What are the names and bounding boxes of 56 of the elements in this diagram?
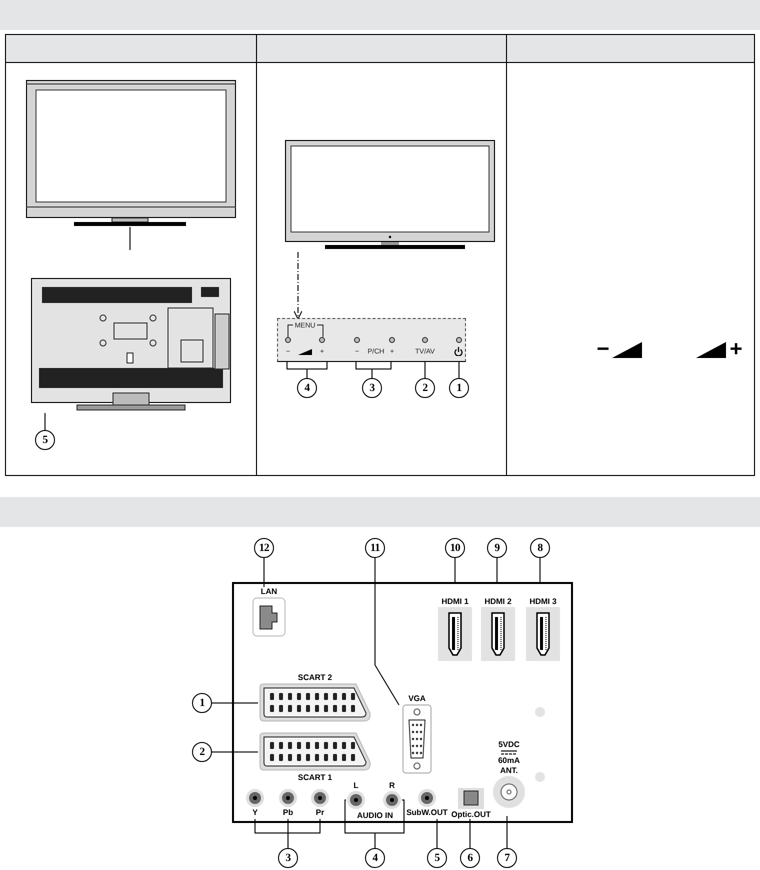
port-label: ANT.	[500, 766, 518, 775]
callout-number: 3	[278, 848, 298, 868]
callout-number: 5	[427, 848, 447, 868]
callout-number: 2	[415, 378, 435, 398]
leader-line	[288, 818, 320, 848]
callout-number: 1	[192, 693, 212, 713]
callout-number: 10	[445, 538, 465, 558]
dashed-arrow	[294, 252, 302, 320]
tv-front-drawing	[285, 140, 495, 252]
callout-number: 7	[497, 848, 517, 868]
callout-number: 1	[449, 378, 469, 398]
tv-back-drawing	[31, 278, 231, 413]
port-label: HDMI 3	[529, 597, 557, 606]
port-label: SCART 1	[298, 773, 332, 782]
leader-line	[356, 362, 392, 378]
port-label: L	[354, 781, 358, 790]
port-label: Y	[252, 808, 258, 817]
port-label: LAN	[260, 587, 278, 596]
text-label: +	[728, 337, 744, 361]
port-label: Optic.OUT	[451, 810, 491, 819]
callout-number: 5	[35, 430, 55, 450]
callout-number: 11	[365, 538, 385, 558]
callout-number: 12	[254, 538, 274, 558]
text-label: AUDIO IN	[356, 811, 394, 821]
leader-line	[424, 362, 426, 378]
text-label: −	[596, 338, 610, 360]
control-panel	[277, 318, 466, 362]
leader-line	[286, 362, 328, 378]
port-label: 60mA	[498, 756, 520, 765]
port-label: Pb	[282, 808, 294, 817]
port-label: 5VDC	[498, 740, 520, 749]
callout-number: 4	[297, 378, 317, 398]
callout-number: 9	[487, 538, 507, 558]
leader-line	[496, 558, 498, 582]
leader-line	[454, 558, 456, 582]
port-label: HDMI 1	[441, 597, 469, 606]
callout-number: 6	[460, 848, 480, 868]
port-label: R	[389, 781, 395, 790]
tv-front-drawing	[26, 80, 236, 227]
port-label: SCART 2	[298, 673, 332, 682]
leader-line	[436, 818, 438, 848]
leader-line	[212, 702, 258, 704]
leader-line	[44, 412, 46, 430]
callout-number: 2	[192, 742, 212, 762]
back-panel	[232, 582, 573, 823]
leader-line	[458, 362, 460, 378]
callout-number: 4	[365, 848, 385, 868]
port-label: SubW.OUT	[406, 808, 448, 817]
callout-number: 8	[530, 538, 550, 558]
port-label: Pr	[316, 808, 324, 817]
leader-line	[506, 816, 508, 848]
port-label: HDMI 2	[484, 597, 512, 606]
port-label: VGA	[408, 694, 426, 703]
leader-line	[374, 800, 404, 848]
callout-number: 3	[362, 378, 382, 398]
leader-line	[374, 558, 400, 706]
